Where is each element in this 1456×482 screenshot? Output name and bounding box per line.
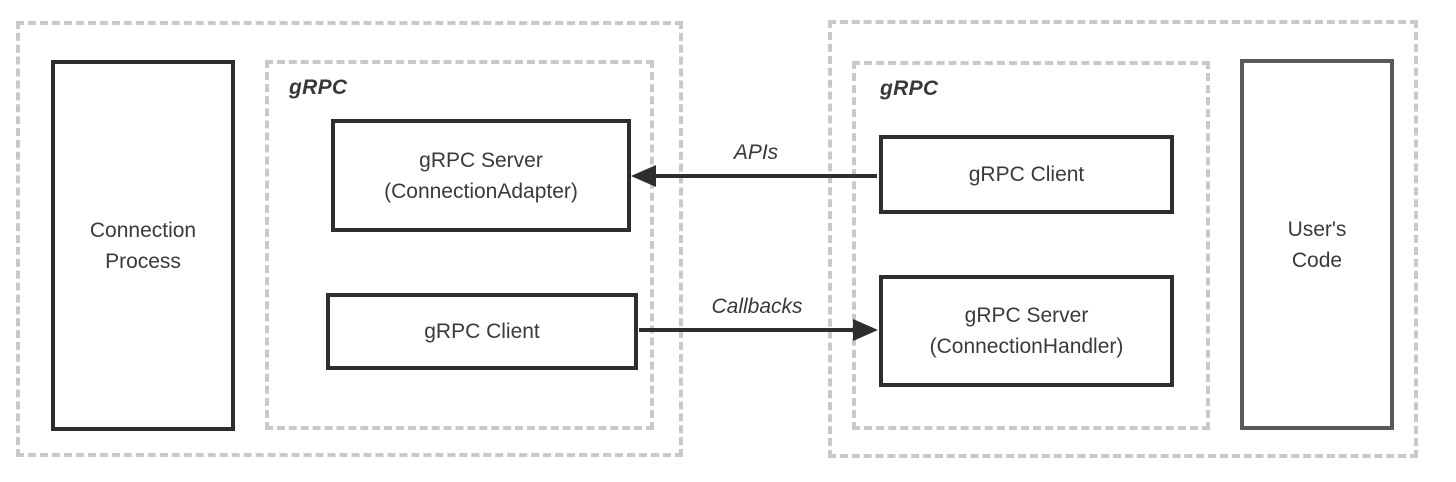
connection-adapter-server-box: gRPC Server (ConnectionAdapter) [331,119,631,232]
left-grpc-container-label: gRPC [289,76,348,99]
callbacks-arrow-label: Callbacks [711,295,803,318]
left-outer-container [16,21,683,457]
connection-handler-label-line1: gRPC Server [964,304,1089,327]
right-grpc-client-label: gRPC Client [968,163,1085,186]
apis-arrow-label: APIs [733,141,779,164]
right-grpc-client-box: gRPC Client [879,135,1174,214]
connection-handler-server-box: gRPC Server (ConnectionHandler) [879,275,1174,387]
right-outer-container [828,20,1418,458]
left-grpc-client-box: gRPC Client [326,293,638,370]
users-code-label-line2: Code [1291,248,1343,272]
connection-process-label-line2: Process [105,249,181,273]
users-code-label-line1: User's [1287,217,1347,241]
connection-adapter-label-line2: (ConnectionAdapter) [384,179,578,203]
right-grpc-container-label: gRPC [880,77,939,100]
connection-process-label-line1: Connection [89,218,197,242]
users-code-box: User's Code [1240,59,1394,430]
left-grpc-container: gRPC [265,60,654,430]
right-grpc-container: gRPC [852,61,1210,430]
connection-process-box: Connection Process [51,60,235,431]
left-grpc-client-label: gRPC Client [424,320,540,343]
connection-adapter-label-line1: gRPC Server [419,148,543,172]
connection-handler-label-line2: (ConnectionHandler) [929,335,1124,358]
